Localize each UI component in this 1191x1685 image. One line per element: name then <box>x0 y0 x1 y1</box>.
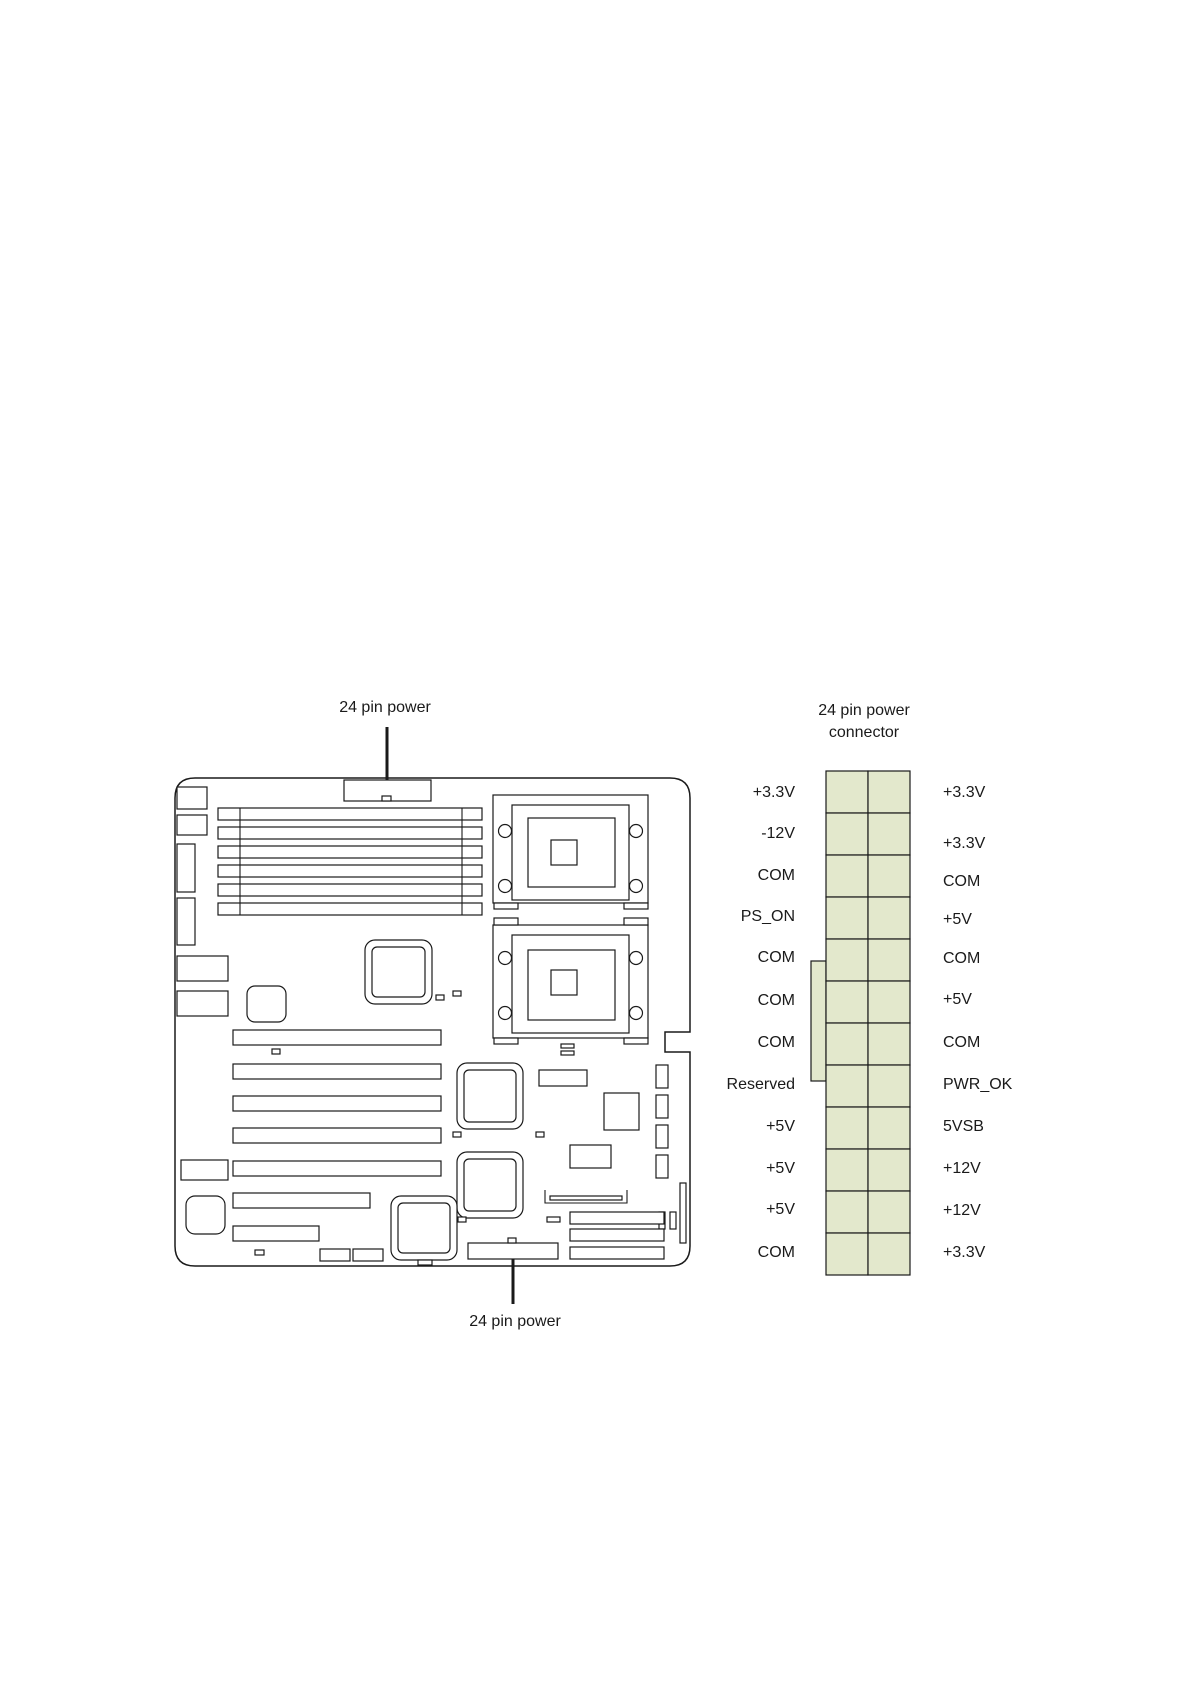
bottom-callout-label: 24 pin power <box>469 1313 561 1330</box>
io-port <box>177 991 228 1016</box>
pin-label-left: COM <box>758 949 795 966</box>
connector-pin-left-6 <box>826 981 868 1023</box>
io-port <box>177 815 207 835</box>
connector-pin-right-9 <box>868 1107 910 1149</box>
connector-latch <box>811 961 826 1081</box>
pin-label-left: +5V <box>766 1201 795 1218</box>
connector-pin-left-4 <box>826 897 868 939</box>
connector-pin-left-1 <box>826 771 868 813</box>
connector-pin-left-8 <box>826 1065 868 1107</box>
connector-pin-right-12 <box>868 1233 910 1275</box>
pin-label-left: +5V <box>766 1118 795 1135</box>
pin-label-left: +3.3V <box>753 784 796 801</box>
connector-pin-left-9 <box>826 1107 868 1149</box>
pin-label-right: +12V <box>943 1202 981 1219</box>
pin-label-right: COM <box>943 873 980 890</box>
pin-label-left: COM <box>758 867 795 884</box>
connector-pin-right-4 <box>868 897 910 939</box>
connector-pin-right-3 <box>868 855 910 897</box>
pin-label-right: +5V <box>943 991 972 1008</box>
connector-pin-left-3 <box>826 855 868 897</box>
power-connector: 24 pin power connector +3.3V -12V COM PS_ON… <box>727 702 1013 1275</box>
dimm-slots <box>218 808 482 915</box>
connector-pin-right-11 <box>868 1191 910 1233</box>
io-port <box>177 787 207 809</box>
connector-pin-right-10 <box>868 1149 910 1191</box>
pin-label-left: COM <box>758 1034 795 1051</box>
connector-left-labels: +3.3V -12V COM PS_ON COM COM COM Reserved +5V +5V… <box>727 784 796 1261</box>
pin-label-left: COM <box>758 992 795 1009</box>
pin-label-left: +5V <box>766 1160 795 1177</box>
connector-pin-left-10 <box>826 1149 868 1191</box>
motherboard <box>175 778 690 1266</box>
pin-label-right: COM <box>943 950 980 967</box>
connector-pin-right-1 <box>868 771 910 813</box>
pin-label-right: +5V <box>943 911 972 928</box>
io-port <box>177 956 228 981</box>
connector-title-line1: 24 pin power <box>818 702 910 719</box>
connector-pin-right-5 <box>868 939 910 981</box>
connector-pin-right-2 <box>868 813 910 855</box>
connector-title-line2: connector <box>829 724 900 741</box>
pin-label-left: Reserved <box>727 1076 795 1093</box>
connector-right-labels: +3.3V +3.3V COM +5V COM +5V COM PWR_OK 5VSB +12V +… <box>943 784 1013 1261</box>
io-port <box>177 844 195 892</box>
cpu-socket-2 <box>493 918 648 1044</box>
pin-label-right: +12V <box>943 1160 981 1177</box>
connector-pin-right-8 <box>868 1065 910 1107</box>
connector-pin-left-5 <box>826 939 868 981</box>
pin-label-right: +3.3V <box>943 784 986 801</box>
pin-label-right: PWR_OK <box>943 1076 1013 1093</box>
connector-pin-left-7 <box>826 1023 868 1065</box>
connector-pin-left-12 <box>826 1233 868 1275</box>
io-port <box>177 898 195 945</box>
connector-pin-left-11 <box>826 1191 868 1233</box>
pin-label-right: +3.3V <box>943 835 986 852</box>
top-callout-label: 24 pin power <box>339 699 431 716</box>
pin-label-right: +3.3V <box>943 1244 986 1261</box>
pin-label-right: 5VSB <box>943 1118 984 1135</box>
pin-label-left: -12V <box>761 825 795 842</box>
board-power-header-top-pin <box>382 796 391 801</box>
pin-label-left: COM <box>758 1244 795 1261</box>
io-port <box>181 1160 228 1180</box>
pin-label-left: PS_ON <box>741 908 795 925</box>
board-power-header-bottom <box>468 1243 558 1259</box>
pin-label-right: COM <box>943 1034 980 1051</box>
connector-pin-right-6 <box>868 981 910 1023</box>
connector-pin-left-2 <box>826 813 868 855</box>
connector-pin-grid <box>826 771 910 1275</box>
cpu-socket-1 <box>493 795 648 909</box>
connector-pin-right-7 <box>868 1023 910 1065</box>
